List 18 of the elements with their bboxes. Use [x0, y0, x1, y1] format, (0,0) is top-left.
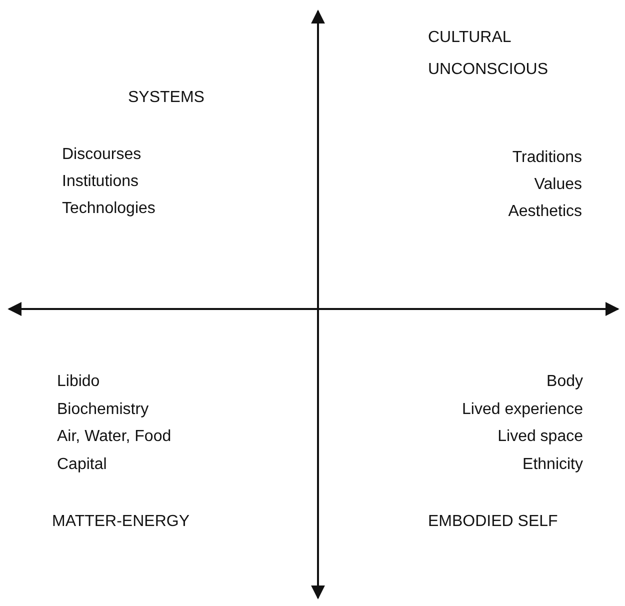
list-item: Technologies	[62, 199, 156, 219]
list-item: Values	[534, 175, 582, 195]
list-item: Air, Water, Food	[57, 427, 172, 447]
quadrant-heading: MATTER-ENERGY	[52, 512, 190, 532]
list-item: Ethnicity	[522, 455, 583, 475]
list-item: Biochemistry	[57, 400, 149, 420]
quadrant-heading: CULTURAL UNCONSCIOUS	[428, 28, 550, 80]
list-item: Capital	[57, 455, 107, 475]
list-item: Discourses	[62, 145, 142, 165]
list-item: Libido	[57, 372, 100, 392]
quadrant-heading: EMBODIED SELF	[428, 512, 558, 532]
list-item: Aesthetics	[508, 202, 582, 222]
list-item: Institutions	[62, 172, 138, 192]
list-item: Body	[546, 372, 583, 392]
list-item: Lived space	[498, 427, 583, 447]
list-item: Traditions	[512, 148, 582, 168]
quadrant-heading: SYSTEMS	[128, 88, 204, 108]
list-item: Lived experience	[462, 400, 583, 420]
